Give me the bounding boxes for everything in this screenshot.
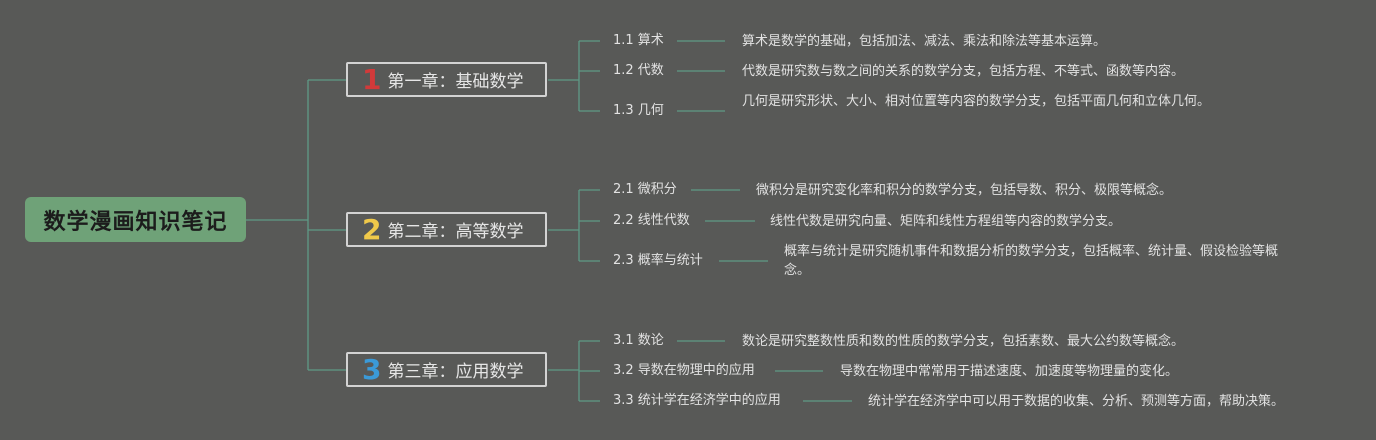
chapter-node-3[interactable]: 3 第三章：应用数学 [346, 352, 547, 387]
topic-description: 导数在物理中常常用于描述速度、加速度等物理量的变化。 [840, 364, 1179, 379]
topic-label[interactable]: 1.2 代数 [613, 63, 664, 78]
chapter-node-1[interactable]: 1 第一章：基础数学 [346, 62, 547, 97]
chapter-number: 1 [362, 62, 382, 96]
topic-description: 数论是研究整数性质和数的性质的数学分支，包括素数、最大公约数等概念。 [742, 334, 1185, 349]
topic-description: 微积分是研究变化率和积分的数学分支，包括导数、积分、极限等概念。 [756, 183, 1173, 198]
topic-label[interactable]: 3.1 数论 [613, 333, 664, 348]
chapter-number: 3 [362, 352, 382, 386]
chapter-title: 第二章：高等数学 [387, 222, 524, 242]
topic-description: 线性代数是研究向量、矩阵和线性方程组等内容的数学分支。 [770, 214, 1122, 229]
chapter-title: 第三章：应用数学 [387, 362, 524, 382]
topic-label[interactable]: 2.3 概率与统计 [613, 253, 703, 268]
root-title: 数学漫画知识笔记 [43, 209, 228, 235]
root-node[interactable]: 数学漫画知识笔记 [25, 197, 246, 242]
topic-description: 算术是数学的基础，包括加法、减法、乘法和除法等基本运算。 [742, 34, 1107, 49]
chapter-title: 第一章：基础数学 [387, 72, 524, 92]
topic-description: 概率与统计是研究随机事件和数据分析的数学分支，包括概率、统计量、假设检验等概念。 [784, 244, 1279, 278]
topic-description: 代数是研究数与数之间的关系的数学分支，包括方程、不等式、函数等内容。 [742, 64, 1185, 79]
topic-description: 统计学在经济学中可以用于数据的收集、分析、预测等方面，帮助决策。 [868, 394, 1285, 409]
topic-label[interactable]: 1.1 算术 [613, 33, 664, 48]
topic-label[interactable]: 3.3 统计学在经济学中的应用 [613, 393, 781, 408]
chapter-node-2[interactable]: 2 第二章：高等数学 [346, 212, 547, 247]
topic-label[interactable]: 2.2 线性代数 [613, 213, 690, 228]
topic-label[interactable]: 1.3 几何 [613, 103, 664, 118]
topic-label[interactable]: 3.2 导数在物理中的应用 [613, 363, 755, 378]
topic-description: 几何是研究形状、大小、相对位置等内容的数学分支，包括平面几何和立体几何。 [742, 94, 1211, 109]
topic-label[interactable]: 2.1 微积分 [613, 182, 677, 197]
chapter-number: 2 [362, 212, 382, 246]
